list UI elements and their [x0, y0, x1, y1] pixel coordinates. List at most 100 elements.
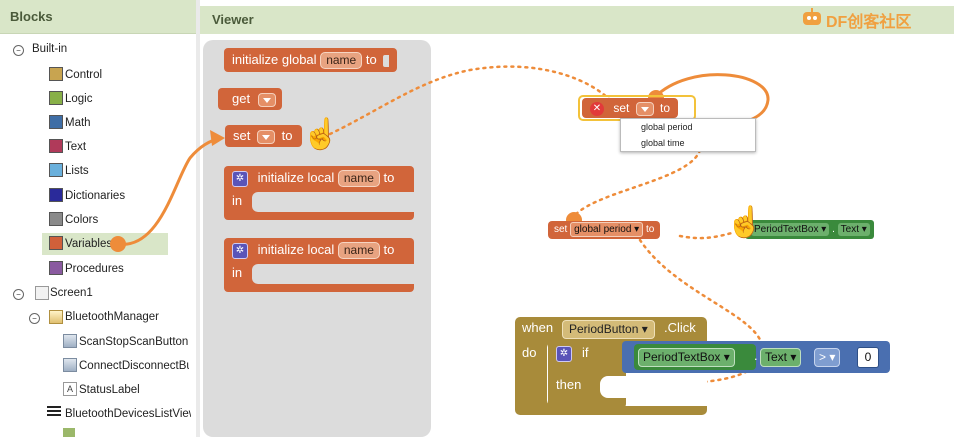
operator-label: >	[819, 350, 827, 364]
watermark: DF创客社区	[826, 14, 912, 31]
ws-set-dropdown-icon[interactable]	[635, 101, 654, 116]
screen-icon	[35, 286, 49, 300]
mutator-gear-icon[interactable]: ✲	[232, 170, 248, 187]
init-local-to-label: to	[383, 170, 395, 185]
statement-slot	[252, 192, 414, 212]
period-var-label: global period	[574, 224, 632, 235]
button-icon	[63, 358, 77, 372]
compare-component-label: PeriodTextBox	[643, 350, 721, 364]
period-var-dropdown[interactable]: global period ▾	[570, 222, 644, 237]
category-logic[interactable]: Logic	[65, 93, 93, 105]
category-procedures[interactable]: Procedures	[65, 263, 124, 275]
control-swatch-icon	[49, 67, 63, 81]
set-block[interactable]: set to	[225, 125, 303, 147]
component-screen[interactable]: Screen1	[50, 287, 93, 299]
getter-property-dropdown[interactable]: Text ▾	[837, 223, 870, 236]
then-label: then	[556, 377, 582, 392]
then-slot	[600, 376, 626, 398]
collapse-bluetooth-icon[interactable]: −	[29, 313, 40, 324]
getter-component-dropdown[interactable]: PeriodTextBox ▾	[751, 223, 830, 236]
hand-cursor-icon: ☝	[726, 206, 764, 239]
event-component-label: PeriodButton	[569, 322, 639, 336]
input-socket	[383, 54, 390, 67]
dictionaries-swatch-icon	[49, 188, 63, 202]
robot-logo-icon	[800, 6, 824, 28]
init-local-header-1: ✲ initialize local name to	[232, 170, 395, 188]
when-label: when	[522, 320, 554, 335]
component-scan-button[interactable]: ScanStopScanButton	[79, 336, 189, 348]
selected-row-highlight	[42, 233, 168, 255]
initialize-global-block[interactable]: initialize global name to	[224, 48, 398, 72]
category-control[interactable]: Control	[65, 69, 103, 81]
if-mutator-gear-icon[interactable]: ✲	[556, 345, 572, 363]
category-variables[interactable]: Variables	[65, 238, 113, 250]
getter-property-label: Text	[840, 224, 859, 235]
hand-cursor-icon: ☝	[302, 118, 340, 151]
init-local-label: initialize local	[257, 242, 335, 257]
partial-component-icon	[63, 428, 75, 437]
blocks-panel-title: Blocks	[0, 0, 196, 34]
error-icon: ✕	[590, 101, 604, 116]
textbox-getter-block[interactable]: PeriodTextBox ▾ . Text ▾	[745, 220, 874, 239]
initialize-local-block-1[interactable]: ✲ initialize local name to in	[224, 166, 414, 220]
text-swatch-icon	[49, 139, 63, 153]
listview-icon	[47, 406, 61, 418]
category-math[interactable]: Math	[65, 117, 91, 129]
compare-component-dropdown[interactable]: PeriodTextBox ▾	[638, 348, 735, 367]
ws-set-to-label: to	[660, 101, 671, 115]
category-colors[interactable]: Colors	[65, 214, 99, 226]
getter-component-label: PeriodTextBox	[754, 224, 819, 235]
init-local-name-field[interactable]: name	[337, 170, 380, 188]
init-global-label: initialize global	[232, 52, 317, 67]
dropdown-option-period[interactable]: global period	[641, 122, 693, 132]
component-list-view[interactable]: BluetoothDevicesListView	[65, 408, 191, 420]
component-bluetooth-manager[interactable]: BluetoothManager	[65, 311, 159, 323]
init-global-name-field[interactable]: name	[320, 52, 363, 70]
period-to-label: to	[645, 224, 655, 235]
mutator-gear-icon[interactable]: ✲	[232, 242, 248, 259]
initialize-local-block-2[interactable]: ✲ initialize local name to in	[224, 238, 414, 292]
get-label: get	[232, 91, 251, 106]
get-block[interactable]: get	[218, 88, 282, 110]
blocks-panel: Blocks − Built-in Control Logic Math Tex…	[0, 0, 197, 437]
category-lists[interactable]: Lists	[65, 165, 89, 177]
category-text[interactable]: Text	[65, 141, 87, 153]
category-dictionaries[interactable]: Dictionaries	[65, 190, 126, 202]
do-label: do	[522, 345, 537, 360]
viewer-top-gap	[200, 0, 954, 6]
number-value-field[interactable]: 0	[857, 347, 879, 368]
init-local-label: initialize local	[257, 170, 335, 185]
get-dropdown-icon[interactable]	[257, 92, 276, 107]
operator-dropdown[interactable]: > ▾	[814, 348, 841, 367]
procedures-swatch-icon	[49, 261, 63, 275]
if-label: if	[582, 345, 589, 360]
variables-swatch-icon	[49, 236, 63, 250]
math-swatch-icon	[49, 115, 63, 129]
set-global-period-block[interactable]: set global period ▾ to	[548, 221, 661, 239]
in-label: in	[232, 193, 243, 208]
label-icon: A	[63, 382, 77, 396]
init-global-to-label: to	[365, 52, 377, 67]
workspace-set-block[interactable]: ✕ set to	[582, 98, 679, 118]
tree-builtin[interactable]: Built-in	[32, 43, 68, 55]
event-name-label: .Click	[664, 320, 696, 335]
in-label: in	[232, 265, 243, 280]
dropdown-option-time[interactable]: global time	[641, 138, 685, 148]
dot-separator: .	[754, 348, 758, 363]
set-dropdown-icon[interactable]	[256, 129, 275, 144]
button-icon	[63, 334, 77, 348]
variable-dropdown-menu: global period global time	[620, 118, 756, 152]
logic-swatch-icon	[49, 91, 63, 105]
set-label: set	[233, 128, 251, 143]
viewer-title: Viewer	[200, 6, 954, 34]
collapse-builtin-icon[interactable]: −	[13, 45, 24, 56]
panel-divider[interactable]	[196, 0, 200, 437]
collapse-screen-icon[interactable]: −	[13, 289, 24, 300]
ws-set-label: set	[613, 101, 630, 115]
compare-property-dropdown[interactable]: Text ▾	[760, 348, 802, 367]
lists-swatch-icon	[49, 163, 63, 177]
event-component-dropdown[interactable]: PeriodButton ▾	[562, 320, 655, 339]
component-connect-button[interactable]: ConnectDisconnectBu	[79, 360, 189, 372]
component-status-label[interactable]: StatusLabel	[79, 384, 140, 396]
init-local-name-field[interactable]: name	[337, 242, 380, 260]
